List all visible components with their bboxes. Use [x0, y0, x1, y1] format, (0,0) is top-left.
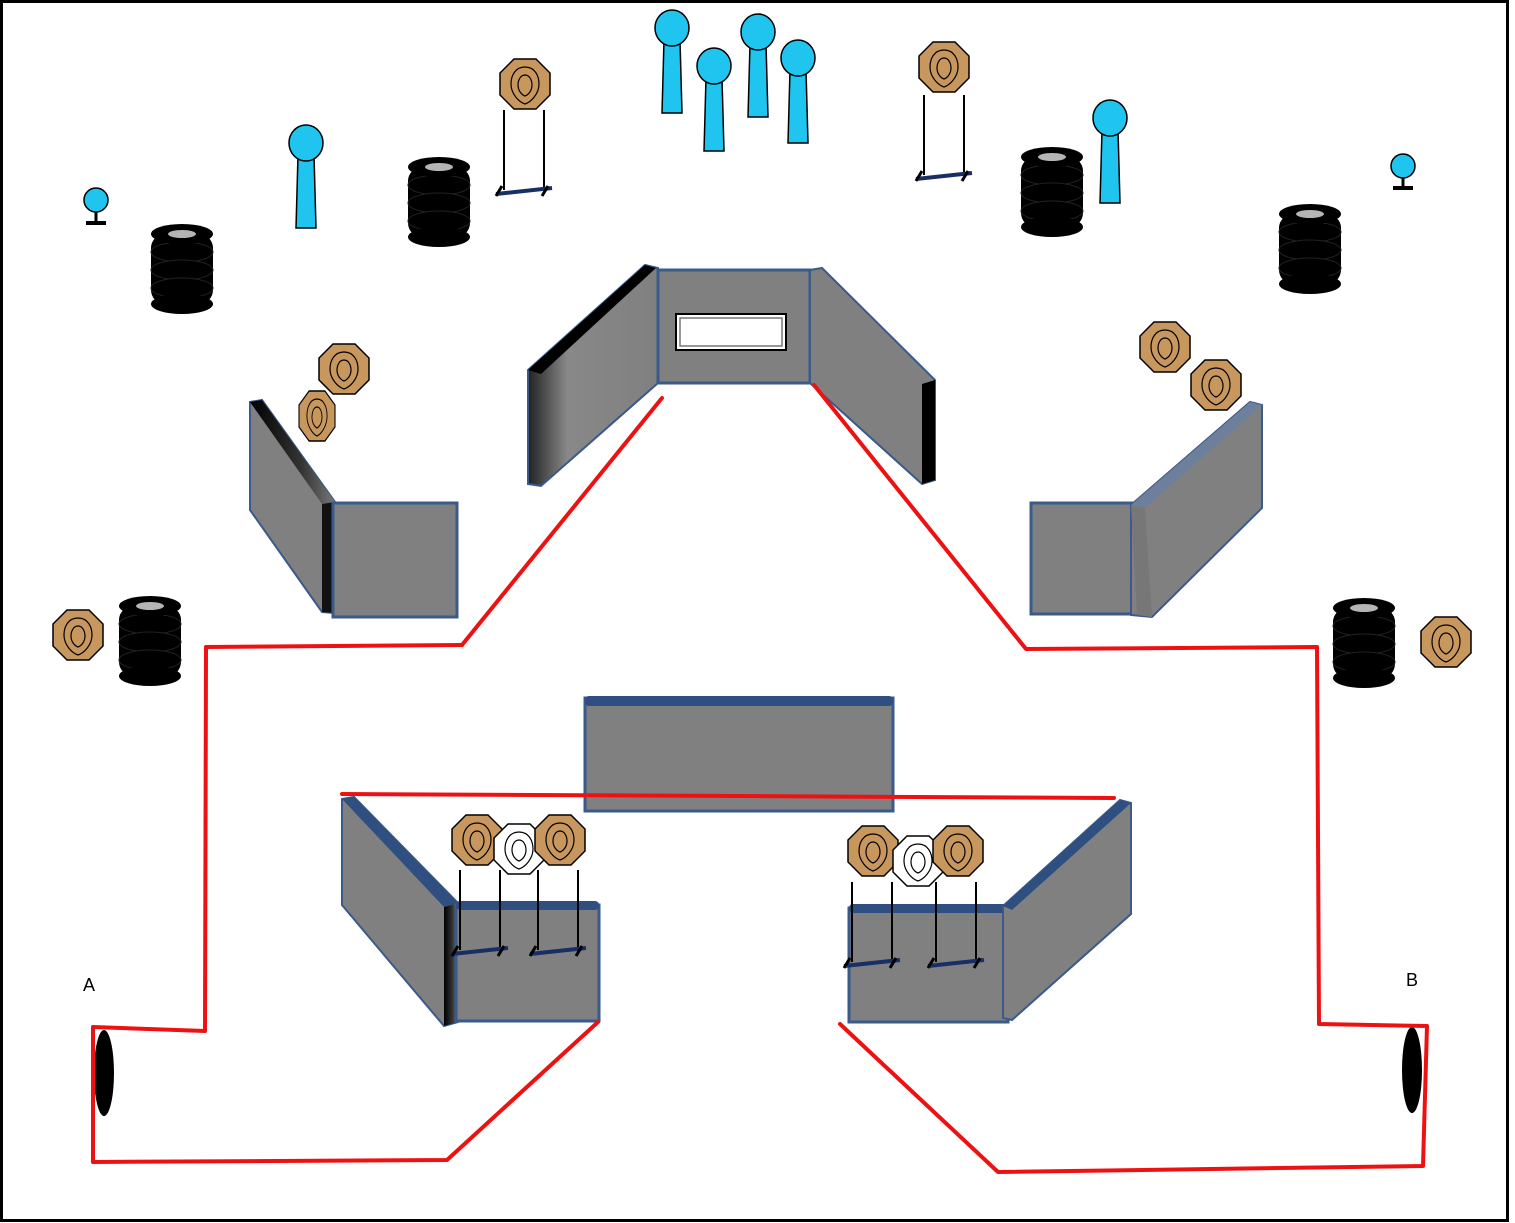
barrel	[1020, 146, 1084, 238]
start-label-a: A	[83, 975, 95, 995]
barrel	[1278, 203, 1342, 295]
port-window	[675, 313, 787, 351]
start-label-b: B	[1406, 970, 1418, 990]
popper	[696, 47, 732, 152]
barrel	[118, 595, 182, 687]
start-marker-a	[94, 1030, 114, 1116]
wall-right-lower	[847, 798, 1132, 1024]
popper	[654, 9, 690, 114]
steel-target	[298, 390, 336, 442]
popper	[1092, 99, 1128, 204]
fault-line-right-outer	[812, 383, 1429, 1174]
fault-lines	[91, 383, 1429, 1174]
steel-target	[52, 609, 104, 661]
wall-left-upper	[249, 398, 459, 619]
barrel	[150, 223, 214, 315]
popper-mini-left	[83, 187, 109, 225]
wall-left-lower	[341, 795, 601, 1028]
popper-mini-right	[1390, 153, 1416, 190]
barrel	[407, 156, 471, 248]
fault-line-center	[340, 792, 1116, 800]
popper	[288, 124, 324, 229]
target-stand-top-right	[914, 41, 974, 183]
popper	[780, 39, 816, 144]
fault-line-left-outer	[91, 643, 600, 1164]
steel-target	[1420, 616, 1472, 668]
start-marker-b	[1402, 1027, 1422, 1113]
wall-right-upper	[1029, 400, 1263, 619]
steel-target	[1139, 321, 1191, 373]
fault-line-left-upper-angle	[460, 396, 664, 647]
wall-center-low	[583, 696, 895, 813]
wall-center-top	[527, 263, 936, 488]
barrel	[1332, 597, 1396, 689]
steel-target	[1190, 359, 1242, 411]
steel-target	[318, 343, 370, 395]
target-stand-top-left	[494, 58, 554, 198]
popper	[740, 13, 776, 118]
